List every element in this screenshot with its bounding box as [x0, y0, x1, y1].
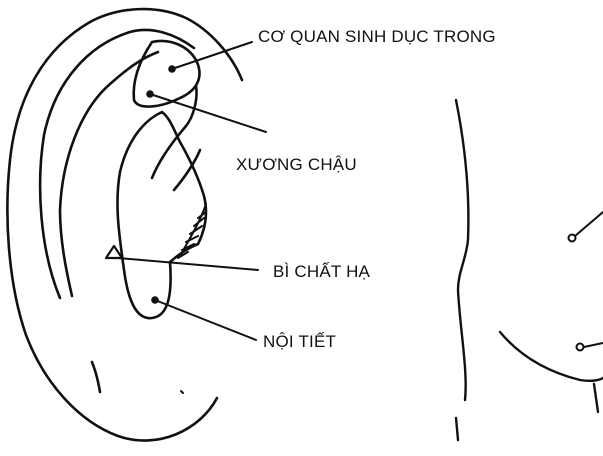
right-profile-outline: [456, 100, 468, 440]
leader-subcortex: [118, 258, 258, 270]
right-leader-lower: [584, 343, 603, 347]
label-subcortex: BÌ CHẤT HẠ: [273, 263, 370, 280]
right-chin-curve: [500, 332, 603, 381]
label-reproductive-organ: CƠ QUAN SINH DỤC TRONG: [258, 28, 496, 45]
triangle-marker: [106, 246, 122, 258]
right-leader-upper: [575, 212, 603, 236]
right-point-lower: [577, 344, 584, 351]
label-endocrine: NỘI TIẾT: [263, 333, 336, 350]
right-neck-line: [594, 384, 598, 412]
concha-outline: [117, 112, 206, 318]
ear-lobe-line: [92, 362, 100, 392]
label-pelvis: XƯƠNG CHẬU: [236, 156, 357, 173]
antitragus-hatch-area: [178, 204, 206, 258]
leader-endocrine: [155, 300, 256, 340]
triangular-fossa: [134, 41, 200, 107]
stray-mark: [181, 391, 183, 393]
leader-pelvis: [150, 94, 266, 132]
